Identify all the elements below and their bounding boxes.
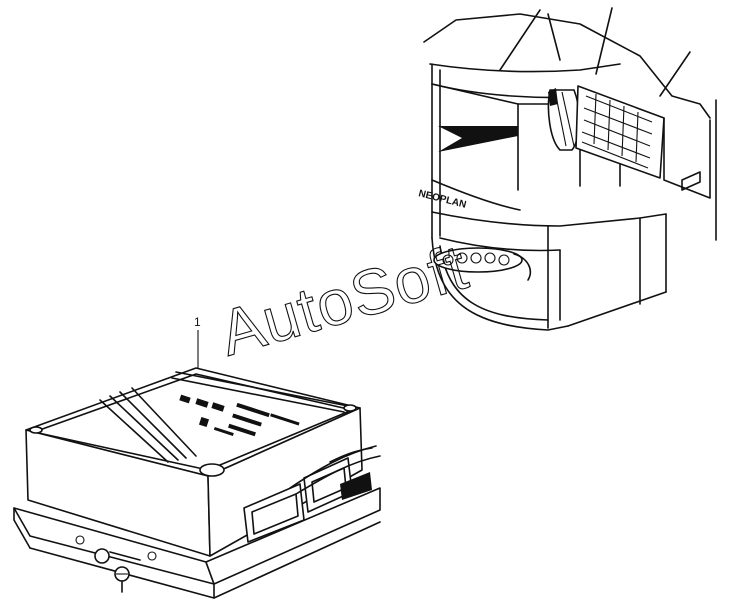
callout-number: 1 [194,315,201,329]
control-unit-illustration [13,367,381,599]
callout-1: 1 [194,315,201,372]
bus-front-illustration: NEOPLAN [417,7,717,331]
watermark-text: AutoSoft [212,230,476,369]
arrow-pointer-icon [438,126,518,152]
